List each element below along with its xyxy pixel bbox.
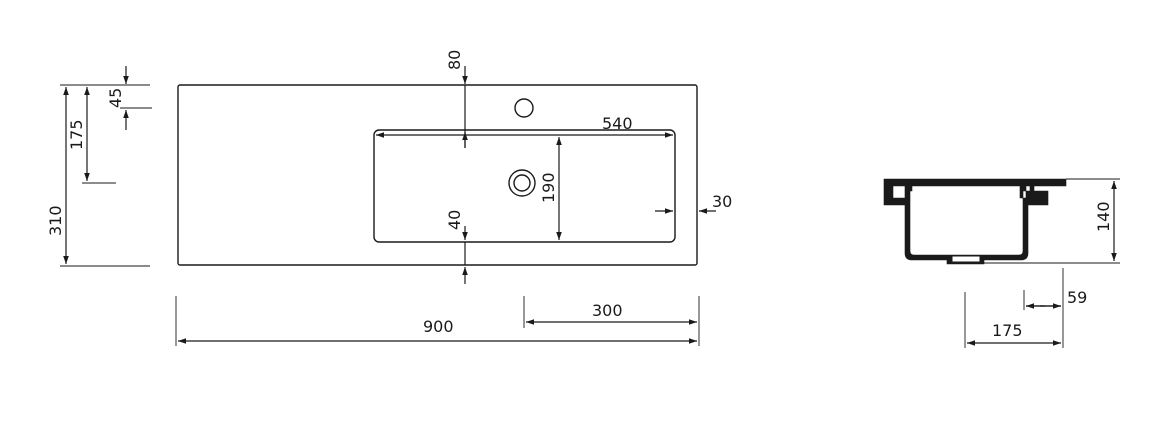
dim-tap-hole-from-back: 45 (106, 66, 152, 130)
dim-300-label: 300 (592, 301, 623, 320)
dim-175-section-label: 175 (992, 321, 1023, 340)
dim-30-label: 30 (712, 192, 732, 211)
dim-40-label: 40 (445, 210, 464, 230)
dim-tap-hole-offset: 175 (67, 87, 116, 184)
dim-bowl-depth: 190 (539, 137, 562, 240)
dim-bowl-offset: 300 (523, 296, 697, 328)
drain-insert (951, 255, 981, 263)
drain-inner (513, 174, 531, 192)
dim-310-label: 310 (46, 205, 65, 236)
tap-hole (514, 98, 534, 118)
dim-540-label: 540 (602, 114, 633, 133)
dim-overall-width: 900 (175, 296, 700, 346)
dim-section-height: 140 (984, 178, 1120, 264)
dim-80-label: 80 (445, 50, 464, 70)
dim-140-label: 140 (1094, 201, 1113, 232)
dim-175-label: 175 (67, 119, 86, 150)
dim-front-rim: 40 (445, 210, 468, 284)
dim-59-label: 59 (1067, 288, 1087, 307)
dim-side-rim: 30 (655, 192, 732, 214)
dim-45-label: 45 (106, 88, 125, 108)
dim-bowl-width: 540 (376, 114, 673, 138)
section-view: 140 59 175 (883, 178, 1120, 348)
dim-190-label: 190 (539, 172, 558, 203)
dim-drain-offset: 59 (1023, 268, 1087, 348)
dim-900-label: 900 (423, 317, 454, 336)
dim-overall-depth: 310 (46, 84, 150, 267)
top-view: 310 175 45 80 540 19 (46, 50, 732, 346)
basin-section-profile (883, 178, 1067, 265)
dim-section-half-width: 175 (964, 292, 1061, 348)
